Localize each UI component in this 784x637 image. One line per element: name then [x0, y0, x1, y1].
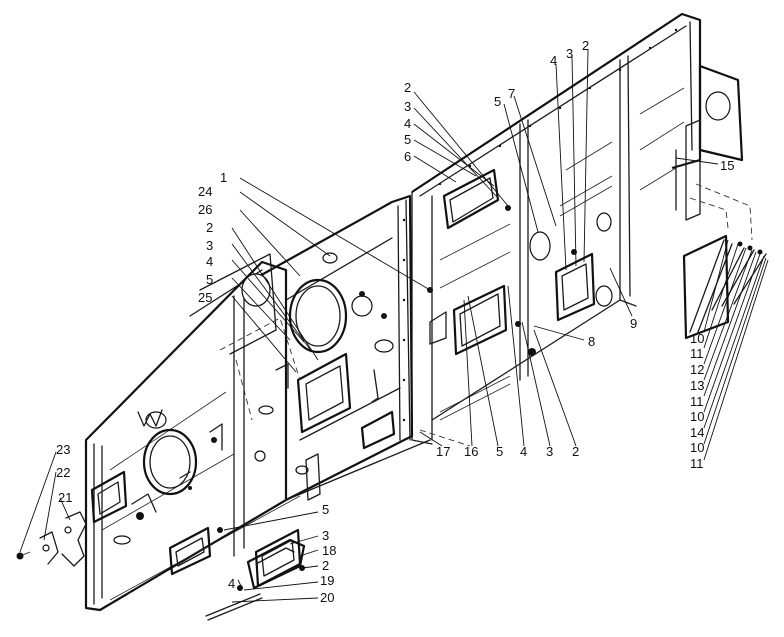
upper-window-1: [442, 168, 511, 230]
callout-labels: 1 24 26 2 3 4 5 25 2 3 4 5 6 5 7 4 3 2 1…: [56, 38, 734, 605]
callout-4: 4: [206, 254, 213, 269]
callout-7: 7: [508, 86, 515, 101]
callout-12: 12: [690, 362, 704, 377]
callout-5: 5: [494, 94, 501, 109]
right-bracket: [675, 64, 744, 221]
callout-20: 20: [320, 590, 334, 605]
callout-17: 17: [436, 444, 450, 459]
callout-21: 21: [58, 490, 72, 505]
front-round-window: [142, 428, 198, 496]
callout-2: 2: [404, 80, 411, 95]
callout-11: 11: [690, 456, 704, 471]
callout-6: 6: [404, 149, 411, 164]
callout-16: 16: [464, 444, 478, 459]
callout-11: 11: [690, 346, 704, 361]
callout-1: 1: [220, 170, 227, 185]
callout-5: 5: [496, 444, 503, 459]
callout-10: 10: [690, 409, 704, 424]
callout-24: 24: [198, 184, 212, 199]
callout-18: 18: [322, 543, 336, 558]
callout-8: 8: [588, 334, 595, 349]
callout-3: 3: [404, 99, 411, 114]
leader-lines: [19, 49, 769, 603]
callout-23: 23: [56, 442, 70, 457]
callout-3: 3: [322, 528, 329, 543]
front-marking: [137, 409, 163, 427]
side-plate: [682, 234, 767, 340]
left-loose-parts: [16, 511, 87, 567]
callout-3: 3: [546, 444, 553, 459]
callout-2: 2: [206, 220, 213, 235]
callout-10: 10: [690, 440, 704, 455]
projection-lines: [419, 183, 753, 447]
callout-26: 26: [198, 202, 212, 217]
callout-2: 2: [582, 38, 589, 53]
middle-panel-parts: [322, 252, 447, 403]
middle-small-window: [360, 410, 396, 450]
callout-10: 10: [690, 331, 704, 346]
callout-5: 5: [206, 272, 213, 287]
callout-4: 4: [404, 116, 411, 131]
front-windows: [90, 470, 302, 588]
upper-window-2: [452, 284, 508, 356]
callout-2: 2: [322, 558, 329, 573]
middle-square-window: [296, 352, 352, 434]
upper-wall-panel: [411, 12, 702, 445]
middle-round-window: [288, 278, 348, 354]
callout-9: 9: [630, 316, 637, 331]
callout-5: 5: [322, 502, 329, 517]
callout-13: 13: [690, 378, 704, 393]
callout-4: 4: [550, 53, 557, 68]
middle-panel: [255, 194, 414, 501]
front-projection: [219, 317, 301, 421]
callout-2: 2: [572, 444, 579, 459]
callout-5: 5: [404, 132, 411, 147]
callout-4: 4: [520, 444, 527, 459]
callout-4: 4: [228, 576, 235, 591]
callout-15: 15: [720, 158, 734, 173]
callout-3: 3: [206, 238, 213, 253]
callout-11: 11: [690, 394, 704, 409]
callout-19: 19: [320, 573, 334, 588]
callout-22: 22: [56, 465, 70, 480]
callout-3: 3: [566, 46, 573, 61]
callout-14: 14: [690, 425, 704, 440]
callout-25: 25: [198, 290, 212, 305]
upper-window-3: [554, 252, 596, 322]
